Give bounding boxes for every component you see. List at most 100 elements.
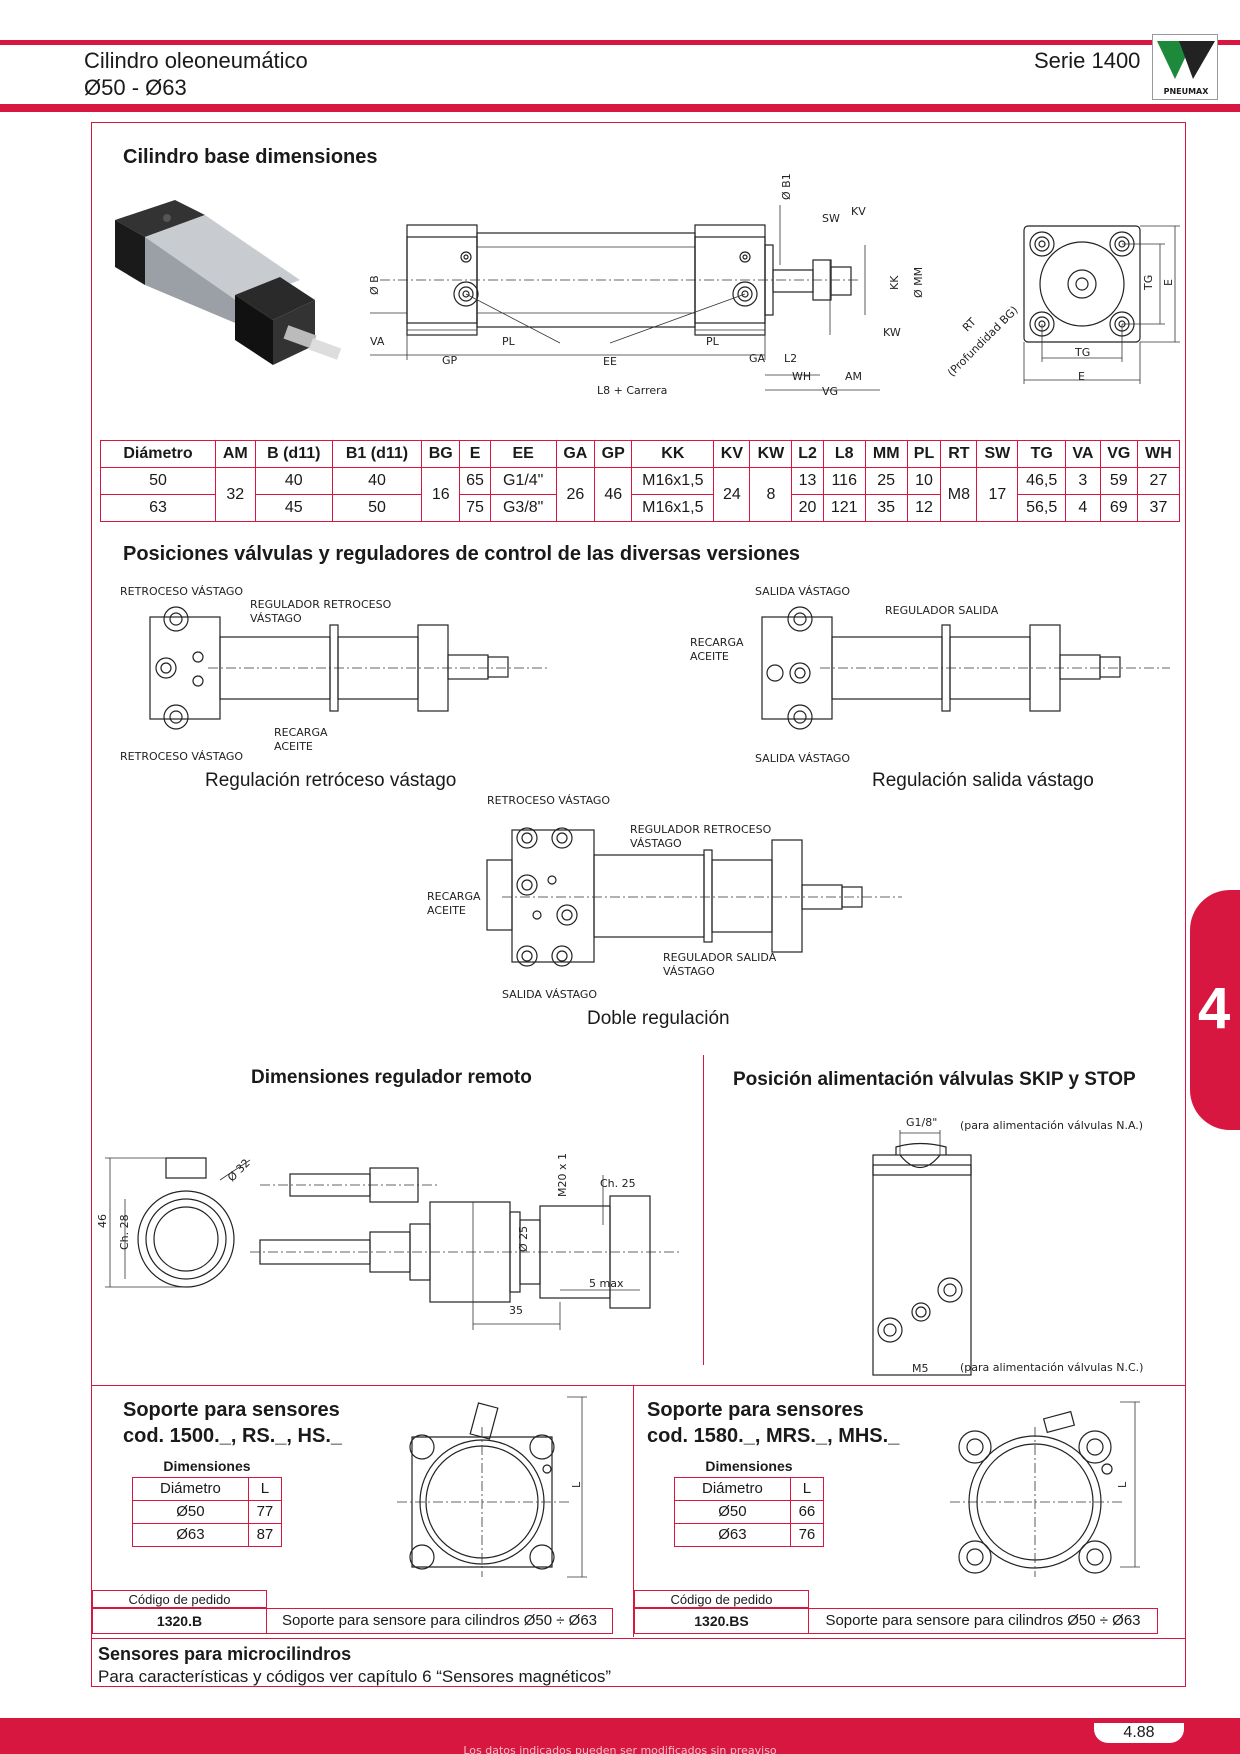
cell-ee-50: G1/4" — [489, 467, 557, 495]
skip-label-m5: M5 — [912, 1362, 929, 1375]
th-wh: WH — [1136, 440, 1181, 468]
support2-cell: Ø50 — [674, 1499, 791, 1524]
cell-vg-50: 59 — [1099, 467, 1138, 495]
label-va: VA — [370, 335, 385, 348]
cell-ga: 26 — [555, 467, 596, 522]
th-rt: RT — [940, 440, 978, 468]
th-pl: PL — [906, 440, 942, 468]
d2-label-reg: REGULADOR SALIDA — [885, 604, 999, 617]
label-kk: KK — [888, 275, 901, 290]
section-title-remote: Dimensiones regulador remoto — [251, 1067, 532, 1088]
label-gp: GP — [442, 354, 458, 367]
support2-title2: cod. 1580._, MRS._, MHS._ — [647, 1425, 900, 1447]
cell-kk-63: M16x1,5 — [631, 494, 715, 522]
d1-label-reg2: VÁSTAGO — [250, 612, 302, 625]
remote-label-d25: Ø 25 — [517, 1225, 530, 1252]
diagram-regulacion-retroceso — [149, 606, 548, 730]
cell-kk-50: M16x1,5 — [631, 467, 715, 495]
page-title-line2: Ø50 - Ø63 — [84, 75, 187, 100]
cell-b-50: 40 — [254, 467, 333, 495]
label-pl-left: PL — [502, 335, 515, 348]
cylinder-front-view — [1023, 225, 1180, 384]
logo-text: PNEUMAX — [1163, 87, 1209, 96]
sensors-divider — [91, 1638, 1186, 1639]
label-e-horizontal: E — [1078, 370, 1085, 383]
skip-stop-drawing — [872, 1130, 972, 1376]
support1-title2: cod. 1500._, RS._, HS._ — [123, 1425, 342, 1447]
cell-diam-63: 63 — [100, 494, 216, 522]
th-ee: EE — [489, 440, 557, 468]
support-divider-vertical — [633, 1385, 634, 1637]
remote-label-5max: 5 max — [589, 1277, 624, 1290]
d3-label-bottom: SALIDA VÁSTAGO — [502, 988, 598, 1001]
th-b: B (d11) — [254, 440, 333, 468]
label-mm: Ø MM — [912, 266, 925, 298]
cell-wh-63: 37 — [1136, 494, 1181, 522]
page-number-badge — [1094, 1723, 1184, 1743]
support1-order-code: 1320.B — [92, 1608, 267, 1634]
section-title-base: Cilindro base dimensiones — [123, 146, 378, 168]
support2-cell: Ø63 — [674, 1522, 791, 1547]
footer-bar — [0, 1718, 1240, 1754]
support1-cell: Ø50 — [132, 1499, 249, 1524]
label-l2: L2 — [784, 352, 798, 365]
cell-kw: 8 — [749, 467, 793, 522]
chapter-tab — [1190, 890, 1240, 1130]
d2-label-bottom: SALIDA VÁSTAGO — [755, 752, 851, 765]
support2-order-desc: Soporte para sensore para cilindros Ø50 … — [808, 1608, 1158, 1634]
d2-caption: Regulación salida vástago — [872, 770, 1094, 791]
cell-vg-63: 69 — [1099, 494, 1138, 522]
support2-order-label: Código de pedido — [634, 1590, 809, 1608]
cell-sw: 17 — [976, 467, 1019, 522]
page-title-line1: Cilindro oleoneumático — [84, 48, 308, 73]
d3-label-regs1: REGULADOR SALIDA — [663, 951, 777, 964]
support1-order-label: Código de pedido — [92, 1590, 267, 1608]
cell-mm-50: 25 — [864, 467, 908, 495]
sensors-title: Sensores para microcilindros — [98, 1644, 352, 1664]
support2-title1: Soporte para sensores — [647, 1399, 864, 1421]
cell-diam-50: 50 — [100, 467, 216, 495]
th-bg: BG — [421, 440, 461, 468]
cell-l2-50: 13 — [791, 467, 824, 495]
remote-label-35: 35 — [509, 1304, 523, 1317]
d3-label-reg1: REGULADOR RETROCESO — [630, 823, 772, 836]
remote-regulator-drawing — [105, 1157, 680, 1330]
cell-e-63: 75 — [459, 494, 491, 522]
label-tg-horizontal: TG — [1075, 346, 1091, 359]
cell-gp: 46 — [594, 467, 633, 522]
label-tg-vertical: TG — [1142, 274, 1155, 290]
label-pl-right: PL — [706, 335, 719, 348]
th-diametro: Diámetro — [100, 440, 216, 468]
cylinder-photo — [105, 195, 355, 385]
label-b: Ø B — [368, 275, 381, 295]
content-frame — [91, 122, 1186, 1687]
support2-cell: 76 — [789, 1522, 825, 1547]
d2-label-top: SALIDA VÁSTAGO — [755, 585, 851, 598]
th-tg: TG — [1017, 440, 1067, 468]
cell-b-63: 45 — [254, 494, 333, 522]
label-wh: WH — [792, 370, 812, 383]
d1-label-rec1: RECARGA — [274, 726, 328, 739]
label-vg: VG — [822, 385, 839, 398]
cell-pl-50: 10 — [906, 467, 942, 495]
th-kk: KK — [631, 440, 715, 468]
sensors-text: Para características y códigos ver capít… — [98, 1667, 612, 1686]
support1-label-l: L — [570, 1481, 583, 1488]
section-divider-horizontal — [91, 1385, 1186, 1386]
d3-label-rec1: RECARGA — [427, 890, 481, 903]
label-kw: KW — [883, 326, 901, 339]
th-l8: L8 — [822, 440, 866, 468]
support1-dims-title: Dimensiones — [163, 1457, 251, 1474]
label-b1: Ø B1 — [780, 173, 793, 200]
support2-col-l: L — [789, 1476, 825, 1501]
cell-pl-63: 12 — [906, 494, 942, 522]
support2-cell: 66 — [789, 1499, 825, 1524]
cell-l8-63: 121 — [822, 494, 866, 522]
label-sw: SW — [822, 212, 840, 225]
